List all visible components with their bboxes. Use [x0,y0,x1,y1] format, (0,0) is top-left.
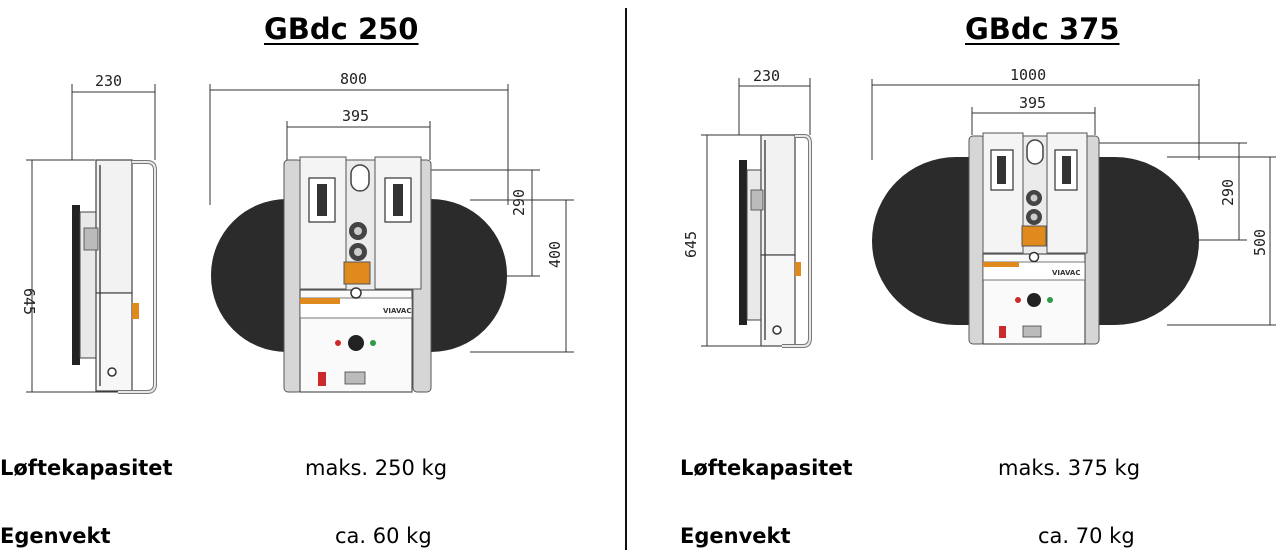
side-view [72,159,157,394]
dim-frame-width: 395 [1019,94,1046,112]
spec-label-weight: Egenvekt [680,524,791,548]
dim-side-width: 230 [753,67,780,85]
front-view: VIAVAC [872,132,1199,345]
spec-value-lifting-capacity: maks. 250 kg [305,456,448,480]
model-panel-gbdc-375: GBdc 375 230 645 1000 [627,0,1276,550]
dim-frame-width: 395 [342,107,369,125]
dim-side-width: 230 [95,72,122,90]
front-view: VIAVAC [211,156,507,393]
spec-value-weight: ca. 70 kg [1038,524,1135,548]
model-title: GBdc 375 [965,12,1120,46]
dim-frame-height: 290 [510,189,528,216]
spec-label-lifting-capacity: Løftekapasitet [0,456,173,480]
dim-pad-height: 500 [1251,229,1269,256]
dim-overall-width: 800 [340,70,367,88]
technical-drawing-gbdc-375: 230 645 1000 395 290 [682,66,1276,348]
dim-frame-height: 290 [1219,179,1237,206]
dim-pad-height: 400 [546,241,564,268]
brand-plate: VIAVAC [1052,269,1080,277]
dim-overall-width: 1000 [1010,66,1046,84]
dim-side-height: 645 [20,288,38,315]
dim-side-height: 645 [682,231,700,258]
technical-drawing-gbdc-250: 230 645 800 395 290 [20,70,574,394]
spec-label-lifting-capacity: Løftekapasitet [680,456,853,480]
spec-value-weight: ca. 60 kg [335,524,432,548]
spec-label-weight: Egenvekt [0,524,111,548]
model-panel-gbdc-250: GBdc 250 230 645 800 [0,0,625,550]
brand-plate: VIAVAC [383,307,411,315]
side-view [739,134,812,348]
panel-divider [625,8,627,550]
spec-value-lifting-capacity: maks. 375 kg [998,456,1141,480]
model-title: GBdc 250 [264,12,419,46]
